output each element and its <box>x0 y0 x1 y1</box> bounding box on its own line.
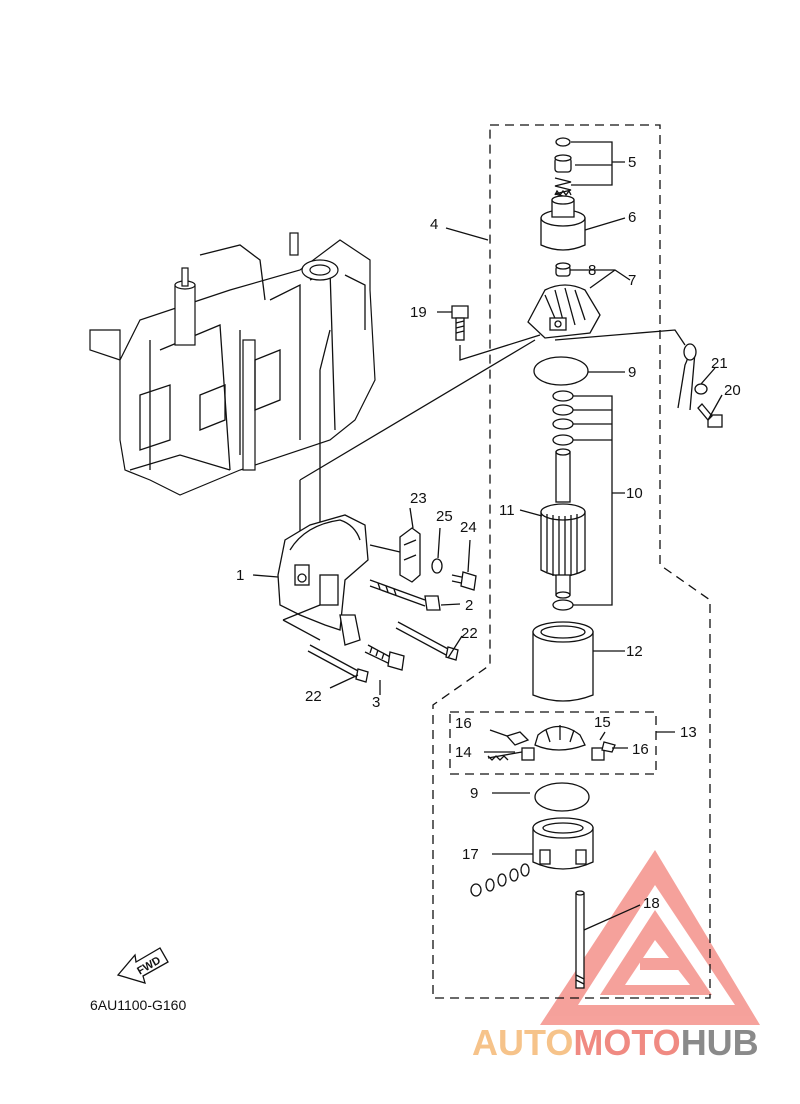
fwd-arrow-icon: FWD <box>116 947 169 984</box>
starter-assembly-boundary <box>432 124 711 999</box>
part-11-armature <box>540 448 586 599</box>
part-21-lead-terminal <box>677 343 708 411</box>
callout-25: 25 <box>436 508 453 525</box>
callout-14: 14 <box>455 744 472 761</box>
callout-7: 7 <box>628 272 636 289</box>
callout-10: 10 <box>626 485 643 502</box>
callout-1: 1 <box>236 567 244 584</box>
watermark-text-moto: MOTO <box>573 1022 680 1063</box>
callout-24: 24 <box>460 519 477 536</box>
watermark-logo <box>540 850 760 1025</box>
part-8-bushing <box>555 262 571 277</box>
engine-block-illustration <box>89 232 376 496</box>
callout-12: 12 <box>626 643 643 660</box>
part-7-front-bracket <box>527 284 601 339</box>
part-9-o-ring-lower <box>534 782 590 812</box>
part-25-washer <box>431 558 443 574</box>
callout-23: 23 <box>410 490 427 507</box>
part-1-starter-bracket <box>277 514 369 646</box>
callout-16-right: 16 <box>632 741 649 758</box>
watermark-text: AUTOMOTOHUB <box>472 1022 759 1063</box>
watermark-text-auto: AUTO <box>472 1022 573 1063</box>
callout-6: 6 <box>628 209 636 226</box>
callout-18: 18 <box>643 895 660 912</box>
callout-13: 13 <box>680 724 697 741</box>
part-9-o-ring-upper <box>533 356 589 386</box>
callout-19: 19 <box>410 304 427 321</box>
part-18-through-bolt <box>575 890 585 989</box>
part-5-stop-ring-set <box>554 137 613 199</box>
callout-20: 20 <box>724 382 741 399</box>
part-23-clip <box>369 527 421 583</box>
diagram-code: 6AU1100-G160 <box>90 997 186 1013</box>
watermark-text-hub: HUB <box>681 1022 759 1063</box>
callout-17: 17 <box>462 846 479 863</box>
fwd-label: FWD <box>135 954 163 977</box>
part-2-bolt <box>369 579 441 611</box>
callout-22-right: 22 <box>461 625 478 642</box>
callout-15: 15 <box>594 714 611 731</box>
part-24-bolt <box>451 571 477 591</box>
callout-2: 2 <box>465 597 473 614</box>
part-10-washer-set <box>552 390 613 611</box>
callout-11: 11 <box>499 502 515 519</box>
callout-9-lower: 9 <box>470 785 478 802</box>
part-17-rear-cover <box>470 817 594 897</box>
callout-leaders <box>252 161 723 931</box>
callout-21: 21 <box>711 355 728 372</box>
callout-9-upper: 9 <box>628 364 636 381</box>
callout-4: 4 <box>430 216 438 233</box>
part-13-brush-kit <box>487 725 616 761</box>
part-20-bolt <box>697 403 723 428</box>
callout-16-left: 16 <box>455 715 472 732</box>
callout-3: 3 <box>372 694 380 711</box>
callout-5: 5 <box>628 154 636 171</box>
part-19-bolt <box>451 305 469 341</box>
part-12-yoke <box>532 621 594 702</box>
bracket-leader-lines <box>299 329 536 575</box>
callout-22-left: 22 <box>305 688 322 705</box>
part-3-bolt <box>364 644 405 671</box>
part-22-bolts <box>307 621 459 683</box>
part-6-pinion-drive <box>540 189 586 251</box>
callout-8: 8 <box>588 262 596 279</box>
